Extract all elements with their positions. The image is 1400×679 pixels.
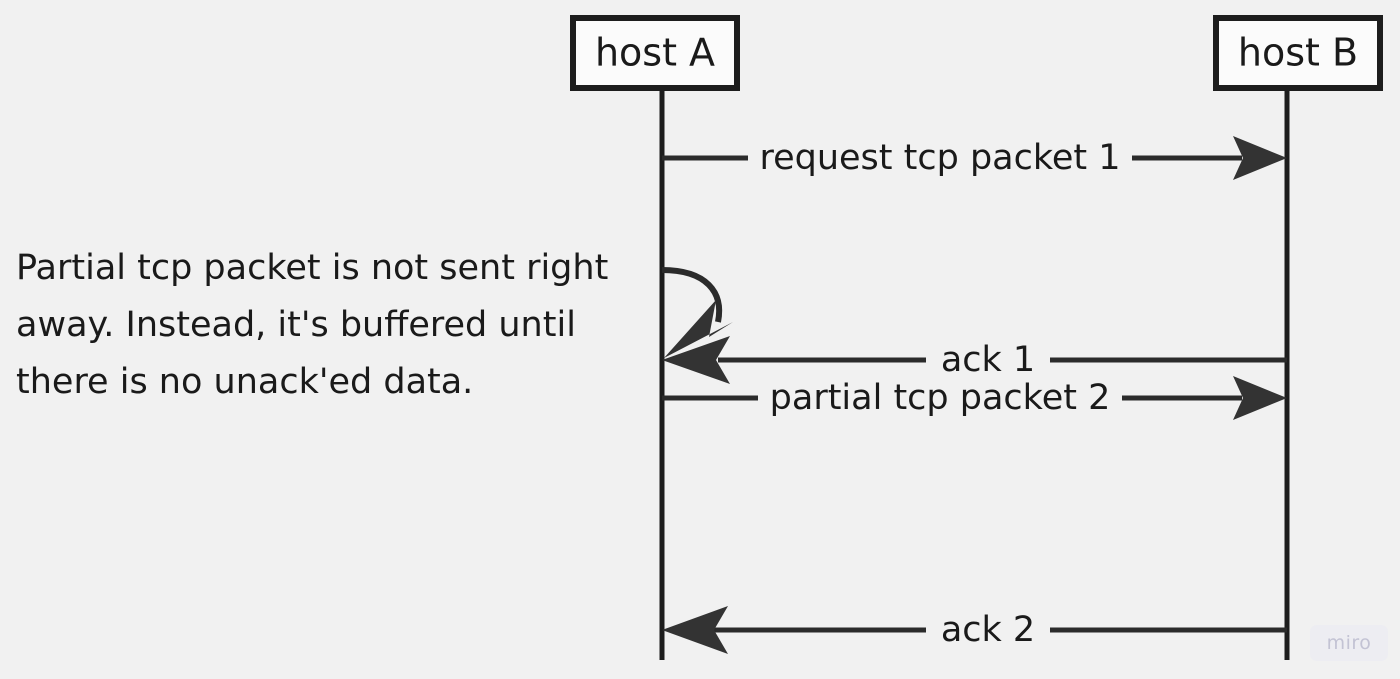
message-label-partial-tcp-packet-2: partial tcp packet 2 xyxy=(770,378,1111,418)
message-label-request-tcp-packet-1: request tcp packet 1 xyxy=(759,138,1120,178)
host-b-label: host B xyxy=(1238,31,1358,75)
self-loop-host-a[interactable] xyxy=(661,267,733,358)
note-line-3: there is no unack'ed data. xyxy=(16,362,473,402)
self-loop-curve xyxy=(661,267,723,323)
arrowhead-right xyxy=(1233,136,1287,180)
arrowhead-left xyxy=(662,336,730,384)
note-line-2: away. Instead, it's buffered until xyxy=(16,305,576,345)
host-b-rect xyxy=(1213,15,1383,91)
miro-watermark-text: miro xyxy=(1326,632,1372,654)
message-ack-1[interactable]: ack 1 xyxy=(662,336,1287,384)
host-a-rect xyxy=(570,15,740,91)
note-partial-packet: Partial tcp packet is not sent right awa… xyxy=(16,248,608,402)
message-partial-tcp-packet-2[interactable]: partial tcp packet 2 xyxy=(662,376,1287,420)
arrowhead-left xyxy=(662,606,728,654)
self-loop-arrowhead xyxy=(664,300,733,358)
message-label-ack-1: ack 1 xyxy=(941,340,1035,380)
host-a-label: host A xyxy=(595,31,715,75)
participant-box-host-a[interactable]: host A xyxy=(570,15,740,91)
message-request-tcp-packet-1[interactable]: request tcp packet 1 xyxy=(662,136,1287,180)
message-ack-2[interactable]: ack 2 xyxy=(662,606,1287,654)
participant-box-host-b[interactable]: host B xyxy=(1213,15,1383,91)
message-label-ack-2: ack 2 xyxy=(941,610,1035,650)
note-line-1: Partial tcp packet is not sent right xyxy=(16,248,608,288)
arrowhead-right xyxy=(1233,376,1287,420)
miro-watermark: miro xyxy=(1310,625,1388,661)
